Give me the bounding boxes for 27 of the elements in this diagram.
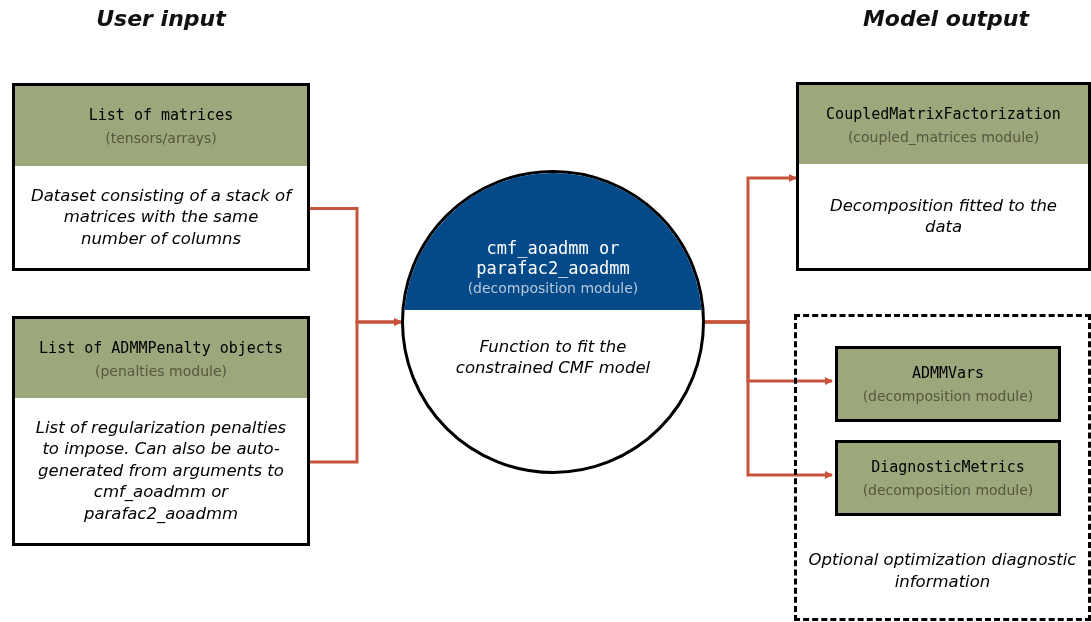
class-name: CoupledMatrixFactorization bbox=[826, 104, 1061, 123]
group-caption: Optional optimization diagnostic information bbox=[807, 549, 1078, 592]
column-heading: User input bbox=[95, 6, 228, 31]
class-box bbox=[835, 440, 1061, 516]
class-name: DiagnosticMetrics bbox=[871, 458, 1025, 476]
module-name: (decomposition module) bbox=[862, 482, 1034, 498]
module-name: (coupled_matrices module) bbox=[847, 128, 1040, 145]
column-heading: Model output bbox=[861, 6, 1031, 31]
class-box bbox=[835, 346, 1061, 422]
module-name: (penalties module) bbox=[95, 362, 227, 379]
class-name: ADMMVars bbox=[911, 364, 985, 382]
module-name: (decomposition module) bbox=[467, 279, 639, 296]
description: Dataset consisting of a stack of matrices with the same number of columns bbox=[30, 184, 293, 250]
component-box bbox=[796, 82, 1091, 271]
class-name: List of ADMMPenalty objects bbox=[39, 338, 283, 357]
connector-arrow bbox=[705, 320, 833, 479]
description: Decomposition fitted to the data bbox=[828, 194, 1059, 238]
description: List of regularization penalties to impose. Can also be auto-generated from arguments to cmf_aoadmm or parafac2_aoadmm bbox=[34, 416, 288, 525]
connector-arrow bbox=[310, 318, 402, 464]
component-box bbox=[12, 83, 310, 271]
description: Function to fit the constrained CMF model bbox=[454, 335, 652, 379]
function-name: cmf_aoadmm or parafac2_aoadmm bbox=[475, 237, 631, 278]
optional-group-box bbox=[794, 314, 1091, 621]
component-box bbox=[12, 316, 310, 546]
module-name: (tensors/arrays) bbox=[105, 130, 217, 146]
class-name: List of matrices bbox=[88, 106, 234, 124]
module-name: (decomposition module) bbox=[862, 388, 1034, 404]
